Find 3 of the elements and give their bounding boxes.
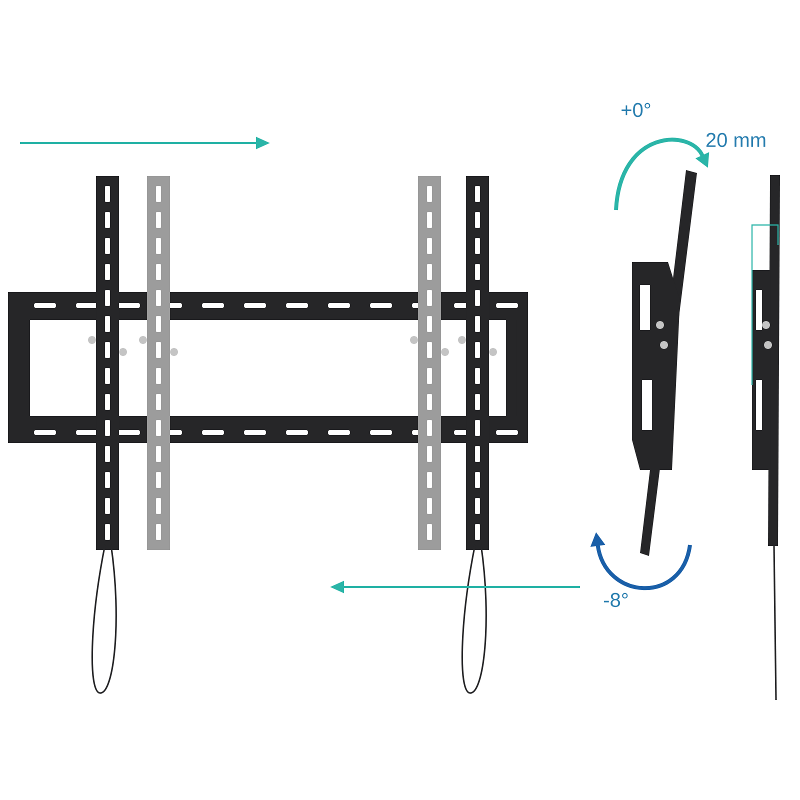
angle-label: -8° bbox=[604, 592, 628, 608]
dimension-label: 20 mm bbox=[706, 132, 766, 148]
angle-label: +0° bbox=[622, 102, 650, 118]
